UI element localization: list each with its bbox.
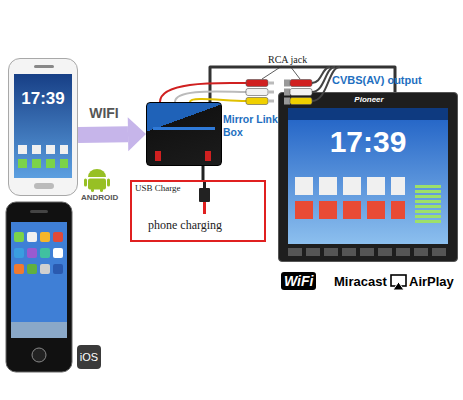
app-icon [27,264,37,274]
rca-wires [160,67,340,102]
output-wire [312,67,335,92]
head-unit: Pioneer 17:39 [278,92,458,262]
rca-socket [284,89,290,96]
android-arm [107,179,110,187]
device-label: Mirror Link Box [223,113,281,139]
rca-plug [246,80,268,87]
output-wire [312,67,330,83]
os-label: ANDROID [81,193,118,203]
android-body [88,179,106,190]
yellow-wire [190,99,246,102]
home-button [32,348,46,362]
connector-line [78,126,128,143]
android-logo [84,169,110,192]
clock-text: 17:39 [14,89,72,109]
android-arm [84,179,87,187]
usb-plug [199,188,210,202]
icon-row [295,177,405,195]
app-icon [53,232,63,242]
icon-row [295,201,405,219]
android-head [88,169,106,177]
app-icon [14,232,24,242]
usb-cable [203,166,204,180]
app-icon-row [18,145,68,154]
callout-heading: USB Charge [135,183,181,194]
charging-callout: USB Charge phone charging [130,180,266,242]
home-button [34,183,54,189]
leader-line [262,66,282,79]
antenna [155,151,161,161]
rca-plug [290,80,312,87]
app-icon [27,232,37,242]
android-leg [91,188,94,192]
phone-speaker [34,65,54,68]
clock-text: 17:39 [288,125,448,159]
bezel-buttons [288,248,448,256]
android-phone: 17:39 [8,58,78,196]
app-icon [40,232,50,242]
rca-plug [290,89,312,96]
app-icon [27,248,37,258]
os-badge: iOS [77,345,101,369]
rca-pin [268,100,274,103]
logo-text: AirPlay [409,274,454,290]
part-label: RCA jack [268,54,307,66]
app-icon [40,264,50,274]
antenna [205,151,211,161]
app-icon [53,248,63,258]
box-stripe [153,127,215,130]
logo-text: Miracast [334,274,387,290]
rca-pin [268,82,274,85]
app-icons [11,232,67,338]
callout-text: phone charging [148,218,222,232]
mirror-link-box: Mirror Link Box [146,102,222,166]
app-icon [14,264,24,274]
screen-bar [288,108,448,120]
app-icon [53,264,63,274]
rca-socket [284,80,290,87]
brand-text: Pioneer [279,95,459,105]
android-leg [100,188,103,192]
iphone-dock [11,322,67,338]
rca-plug [290,98,312,105]
edge-label: WIFI [89,105,119,121]
rca-plug [246,98,268,105]
iphone-body [6,202,72,372]
leader-lines [262,66,300,79]
logo-text: WiFi [281,272,316,290]
app-icon [40,248,50,258]
rca-plug [246,89,268,96]
white-wire [175,91,246,102]
airplay-icon [391,275,406,290]
signal-label: CVBS(AV) output [332,74,422,87]
level-bars [415,183,441,223]
airplay-triangle [393,282,404,290]
app-icon-row [18,159,68,168]
iphone-screen [11,222,67,338]
rca-pin [268,91,274,94]
charging-cable [203,202,206,214]
rca-socket [284,98,290,105]
rca-plugs [246,80,312,105]
connector-line [202,166,205,180]
app-icon [14,248,24,258]
iphone-speaker [30,210,48,213]
leader-line [290,66,300,79]
wifi-arrow [78,117,146,151]
arrow-head [128,117,146,151]
red-wire [160,83,246,102]
